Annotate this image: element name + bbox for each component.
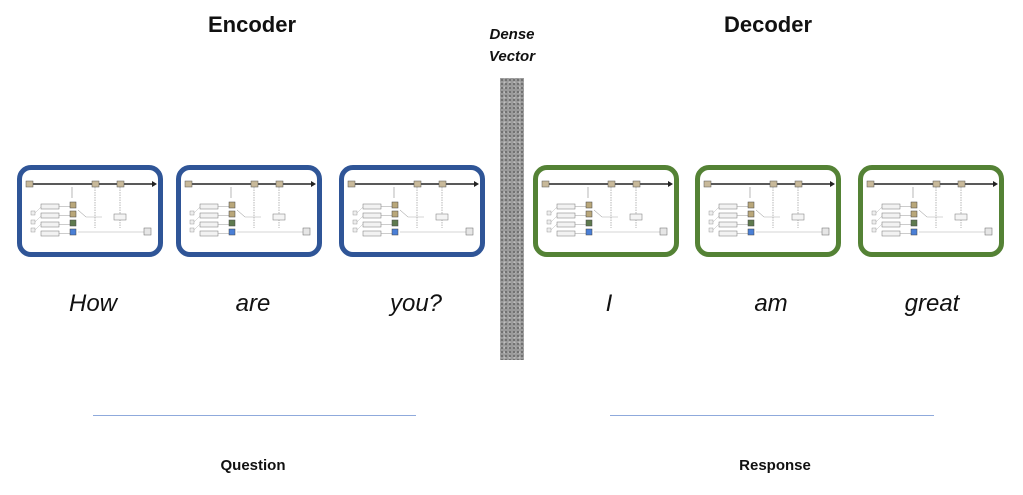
encoder-cell-1 — [17, 165, 163, 257]
encoder-title: Encoder — [208, 12, 297, 37]
encoder-word-1: How — [68, 290, 117, 317]
dense-vector-title-line2: Vector — [488, 48, 536, 65]
lstm-cell-diagram-icon — [541, 180, 673, 237]
lstm-cell-diagram-icon — [25, 180, 157, 237]
dense-vector-bar — [500, 78, 524, 360]
decoder-word-2: am — [754, 290, 788, 317]
decoder-title: Decoder — [724, 12, 813, 37]
question-label: Question — [220, 457, 286, 474]
encoder-word-3: you? — [389, 290, 443, 317]
lstm-cell-diagram-icon — [866, 180, 998, 237]
lstm-cell-diagram-icon — [703, 180, 835, 237]
response-bracket-line — [610, 415, 934, 416]
decoder-word-1: I — [605, 290, 613, 317]
question-bracket-line — [93, 415, 416, 416]
response-label: Response — [739, 457, 811, 474]
lstm-cell-diagram-icon — [347, 180, 479, 237]
decoder-cell-1 — [533, 165, 679, 257]
encoder-word-2: are — [235, 290, 271, 317]
decoder-word-3: great — [904, 290, 960, 317]
dense-vector-title-line1: Dense — [489, 26, 535, 43]
encoder-cell-3 — [339, 165, 485, 257]
dense-vector-title: Dense Vector — [478, 24, 546, 68]
decoder-cell-2 — [695, 165, 841, 257]
encoder-cell-2 — [176, 165, 322, 257]
lstm-cell-diagram-icon — [184, 180, 316, 237]
decoder-cell-3 — [858, 165, 1004, 257]
